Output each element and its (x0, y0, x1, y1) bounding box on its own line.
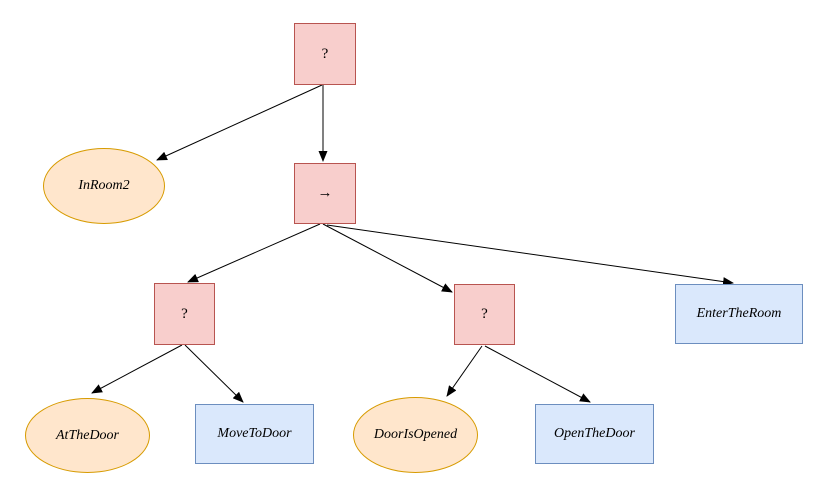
node-selector-right-label: ? (481, 306, 488, 323)
node-action-entertheroom-label: EnterTheRoom (696, 306, 782, 322)
node-action-openthedoor: OpenTheDoor (535, 404, 654, 464)
node-selector-right: ? (454, 284, 515, 345)
node-action-entertheroom: EnterTheRoom (675, 284, 803, 344)
edge-sequence-entertheroom (326, 224, 734, 287)
node-condition-dooropened-label: DoorIsOpened (373, 427, 458, 443)
node-sequence: → (294, 163, 356, 224)
node-root-selector: ? (294, 23, 356, 85)
edge-selectorleft-movetodoor (184, 344, 244, 403)
edge-root-inroom2 (156, 84, 323, 161)
node-root-selector-label: ? (321, 45, 329, 62)
edge-sequence-selectorright (322, 223, 453, 293)
node-condition-inroom2: InRoom2 (43, 148, 165, 224)
node-condition-atthedoor-label: AtTheDoor (56, 427, 119, 443)
edge-selectorright-openthedoor (484, 345, 591, 403)
node-condition-dooropened: DoorIsOpened (353, 397, 478, 473)
node-condition-atthedoor: AtTheDoor (25, 398, 150, 473)
node-selector-left-label: ? (181, 305, 188, 322)
node-action-movetodoor-label: MoveToDoor (217, 426, 292, 442)
node-selector-left: ? (154, 283, 215, 345)
node-sequence-label: → (317, 185, 333, 202)
node-action-openthedoor-label: OpenTheDoor (554, 426, 635, 442)
edge-sequence-selectorleft (187, 223, 321, 283)
edge-selectorleft-atthedoor (91, 344, 183, 394)
edge-selectorright-dooropened (446, 345, 483, 397)
node-condition-inroom2-label: InRoom2 (78, 178, 130, 194)
node-action-movetodoor: MoveToDoor (195, 404, 314, 464)
